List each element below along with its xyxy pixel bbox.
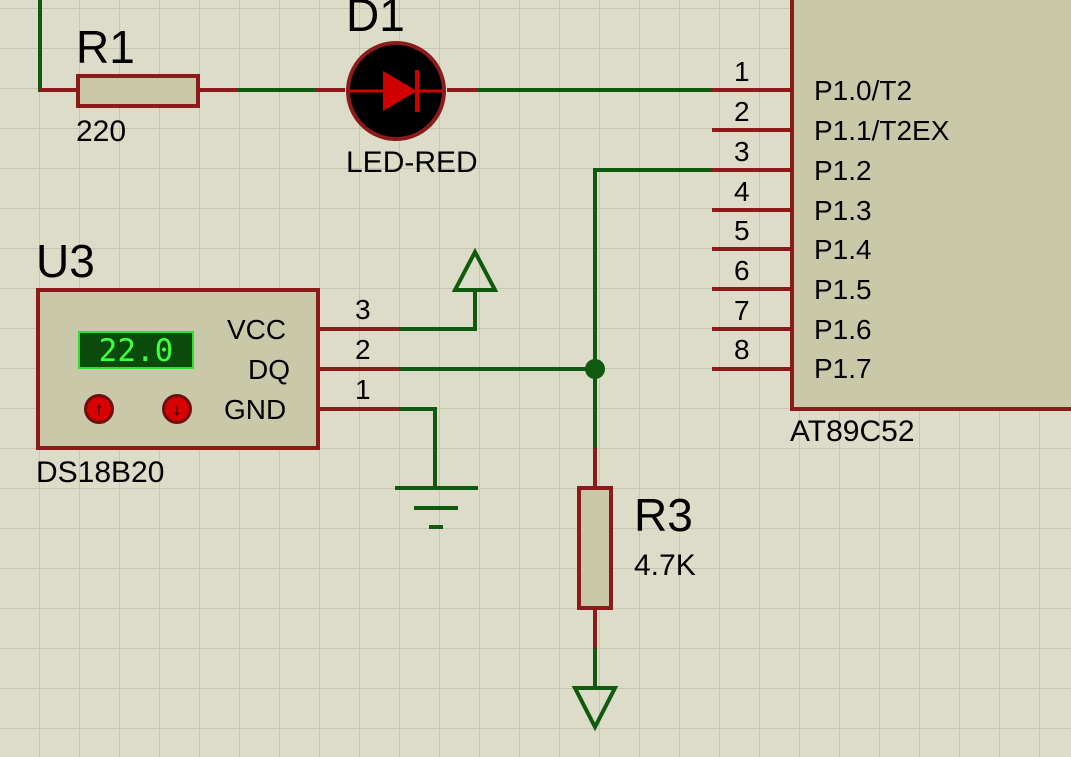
power-terminal xyxy=(451,247,499,292)
mcu-part: AT89C52 xyxy=(790,415,915,448)
mcu-pin-name-1: P1.0/T2 xyxy=(814,75,913,106)
r3-ref: R3 xyxy=(634,489,693,541)
mcu-pin-num-5: 5 xyxy=(734,215,750,246)
d1-ref: D1 xyxy=(346,0,405,41)
u3-pin-name-gnd: GND xyxy=(224,394,287,425)
mcu-pin-num-3: 3 xyxy=(734,136,750,167)
r1-ref: R1 xyxy=(76,21,135,73)
r1-body xyxy=(76,74,200,108)
u3-pin-num-vcc: 3 xyxy=(355,294,371,325)
mcu-pin-name-4: P1.3 xyxy=(814,195,872,226)
u3-pin-num-dq: 2 xyxy=(355,334,371,365)
mcu-pin-name-2: P1.1/T2EX xyxy=(814,115,950,146)
wire-gnd xyxy=(398,407,437,490)
mcu-pin-num-7: 7 xyxy=(734,295,750,326)
wire-vcc xyxy=(398,288,477,331)
u3-part: DS18B20 xyxy=(36,456,165,489)
mcu-pin-num-1: 1 xyxy=(734,56,750,87)
temp-down-button[interactable]: ↓ xyxy=(162,394,192,424)
junction-dot xyxy=(585,359,605,379)
mcu-pin-num-6: 6 xyxy=(734,255,750,286)
mcu-pin-name-3: P1.2 xyxy=(814,155,872,186)
ground-symbol xyxy=(395,486,478,529)
r3-body xyxy=(577,486,613,610)
r3-value: 4.7K xyxy=(634,549,696,582)
u3-ref: U3 xyxy=(36,235,95,287)
u3-pin-num-gnd: 1 xyxy=(355,374,371,405)
mcu-pin-name-5: P1.4 xyxy=(814,234,872,265)
u3-pin-name-dq: DQ xyxy=(248,354,290,385)
mcu-pin-num-4: 4 xyxy=(734,176,750,207)
mcu-pin-name-7: P1.6 xyxy=(814,314,872,345)
u3-pin-name-vcc: VCC xyxy=(227,314,287,345)
d1-value: LED-RED xyxy=(346,146,478,179)
r1-value: 220 xyxy=(76,115,127,148)
mcu-pin-name-8: P1.7 xyxy=(814,353,872,384)
ground-terminal xyxy=(571,686,619,732)
temperature-display: 22.0 xyxy=(78,331,194,369)
mcu-pin-num-2: 2 xyxy=(734,96,750,127)
mcu-body xyxy=(790,0,1071,411)
mcu-pin-name-6: P1.5 xyxy=(814,274,872,305)
temp-up-button[interactable]: ↑ xyxy=(84,394,114,424)
mcu-pin-num-8: 8 xyxy=(734,334,750,365)
d1-led-symbol xyxy=(346,41,446,141)
